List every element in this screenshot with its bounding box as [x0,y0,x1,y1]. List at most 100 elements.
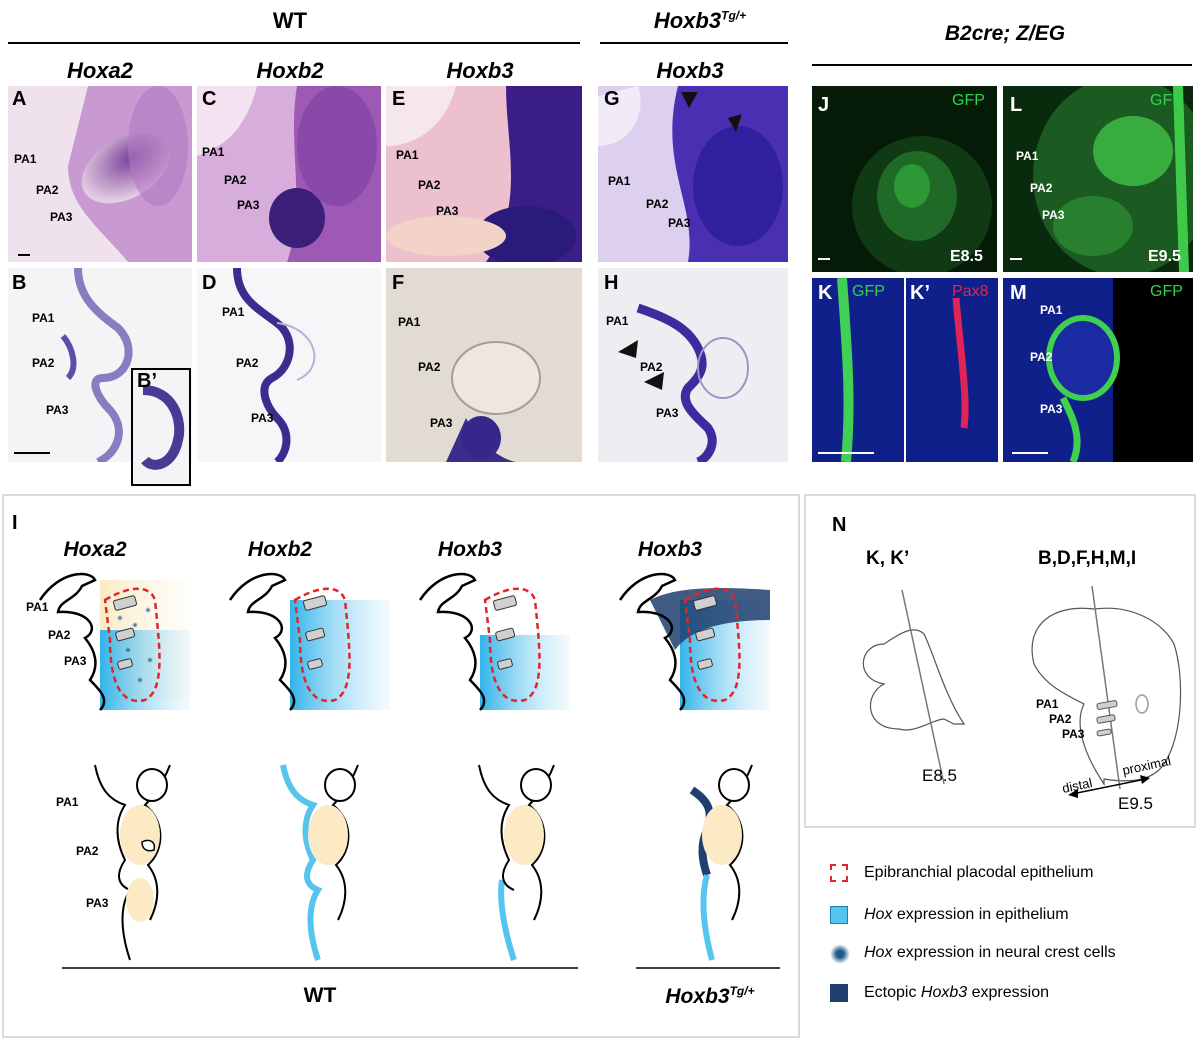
panel-N-drawings [862,585,1182,798]
label-pa1: PA1 [398,315,421,329]
label-pa1: PA1 [1036,697,1059,711]
tg-rule [600,42,788,44]
label-pa1: PA1 [26,600,49,614]
label-pa2: PA2 [32,356,55,370]
panel-B-art [60,268,133,462]
label-pa3: PA3 [668,216,691,230]
panel-D-image [197,268,381,462]
label-pa3: PA3 [436,204,459,218]
panel-letter-H: H [604,272,619,294]
label-gfp: GFP [952,92,985,109]
panel-N-left-title: K, K’ [866,548,910,569]
arrowhead-icon [644,372,664,390]
panel-J-image [812,86,997,272]
schematic-bottom-hoxb3 [478,764,555,961]
panel-letter-M: M [1010,282,1027,304]
panel-N-box [804,494,1196,828]
panel-letter-K: K [818,282,833,304]
label-pa1: PA1 [1040,303,1063,317]
panel-letter-B: B [12,272,27,294]
panel-G-art [598,86,788,262]
schematic-gene-hoxb2: Hoxb2 [247,538,313,561]
panel-B-prime-image [131,368,191,486]
schematic-top-hoxa2 [38,572,190,711]
legend-epithelium-label: Hox expression in epithelium [864,906,1069,924]
panel-letter-K-prime: K’ [910,282,930,304]
tg-header: Hoxb3Tg/+ [610,8,790,34]
panel-C-art [197,86,381,262]
panel-letter-F: F [392,272,405,294]
panel-H-image [598,268,788,462]
schematic-gene-hoxa2: Hoxa2 [63,538,127,561]
panel-L-image [1003,86,1193,272]
label-pa3: PA3 [237,198,260,212]
label-gfp: GFP [1150,92,1183,109]
tg-header-gene: Hoxb3 [653,8,722,33]
label-pa3: PA3 [1042,208,1065,222]
arrow-right-icon [1140,775,1150,784]
panel-A-art [8,86,192,262]
label-pa1: PA1 [202,145,225,159]
label-pa2: PA2 [224,173,247,187]
label-pa3: PA3 [1040,402,1063,416]
schematic-gene-hoxb3-tg: Hoxb3 [637,538,703,561]
legend-placodal-swatch [830,864,848,882]
gene-hoxb3-tg: Hoxb3 [656,58,724,83]
panel-F-art [386,268,582,462]
label-pa2: PA2 [646,197,669,211]
schematic-tg-gene: Hoxb3 [665,985,730,1008]
schematic-tg-sup: Tg/+ [729,984,755,998]
panel-D-art [233,268,316,462]
label-pa2: PA2 [236,356,259,370]
wt-rule [8,42,580,44]
label-pa3: PA3 [251,411,274,425]
panel-M-art [1046,278,1193,462]
legend-placodal-label: Epibranchial placodal epithelium [864,864,1094,881]
panel-M-image [1003,278,1193,462]
label-pa2: PA2 [1049,712,1072,726]
panel-letter-B-prime: B’ [137,370,157,392]
arrowhead-icon [618,340,638,358]
label-pa2: PA2 [1030,181,1053,195]
panel-letter-I: I [12,512,18,534]
panel-A-image [8,86,192,262]
legend-epithelium-gene: Hox [864,906,893,923]
panel-N-right-title: B,D,F,H,M,I [1038,548,1137,569]
panel-B-prime-art [141,385,185,470]
schematic-bottom-hoxa2 [94,764,171,961]
panel-K-image [812,278,904,462]
panel-K-prime-image [906,278,998,462]
label-gfp: GFP [852,283,885,300]
schematic-gene-hoxb3: Hoxb3 [437,538,503,561]
arrowhead-icon [728,114,742,132]
legend-ectopic-swatch [830,984,848,1002]
legend-ncc-swatch [830,944,850,964]
label-pa3: PA3 [430,416,453,430]
label-pa1: PA1 [32,311,55,325]
panel-letter-A: A [12,88,27,110]
panel-C-image [197,86,381,262]
legend-ncc-gene: Hox [864,944,893,961]
label-gfp: GFP [1150,283,1183,300]
legend-epithelium-text: expression in epithelium [892,906,1069,923]
schematic-bottom-hoxb2 [280,764,359,961]
scale-bar [818,258,830,260]
embryo-e95-outline [1031,585,1182,798]
schematic-wt-label: WT [303,984,337,1007]
panel-K-art [837,278,854,462]
schematic-bottom-hoxb3-tg [689,764,753,961]
scale-bar [1012,452,1048,454]
panel-E-image [386,86,582,262]
schematic-tg-label: Hoxb3Tg/+ [640,984,780,1009]
legend-ectopic-label: Ectopic Hoxb3 expression [864,984,1049,1002]
panel-letter-E: E [392,88,406,110]
panel-letter-G: G [604,88,620,110]
label-pa1: PA1 [606,314,629,328]
schematic-I-drawings [38,572,780,969]
label-pa1: PA1 [14,152,37,166]
panel-letter-L: L [1010,94,1023,116]
panel-letter-D: D [202,272,217,294]
label-pa1: PA1 [56,795,79,809]
legend-ectopic-gene: Hoxb3 [920,984,968,1001]
label-pa2: PA2 [36,183,59,197]
